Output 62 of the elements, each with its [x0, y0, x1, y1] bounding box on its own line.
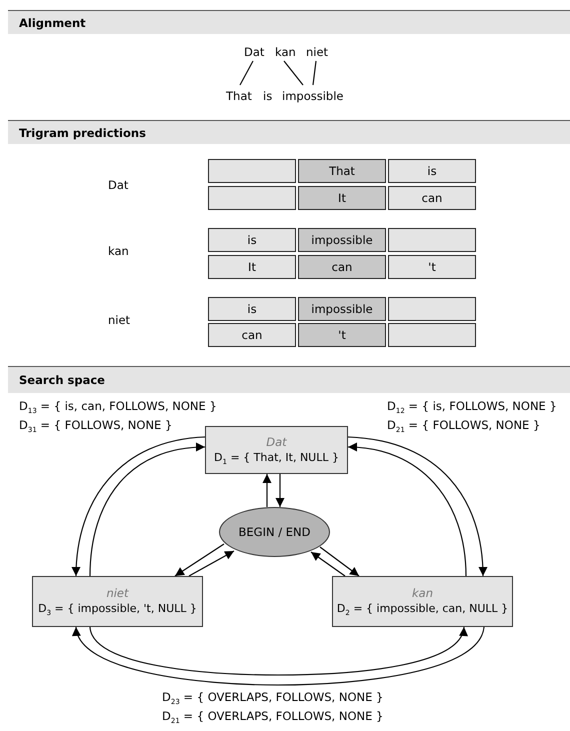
empty-cell: [208, 186, 296, 210]
prediction-cell: 't: [388, 255, 476, 279]
word: is: [263, 89, 272, 103]
state-box: [332, 576, 513, 627]
prediction-cell: impossible: [298, 228, 386, 252]
word: Dat: [244, 45, 264, 59]
prediction-cell: is: [388, 159, 476, 183]
arrow: [310, 552, 346, 576]
section-title: Alignment: [19, 16, 86, 30]
text-label: D$_{31}$ = { FOLLOWS, NONE }: [19, 418, 172, 434]
alignment-line: [284, 60, 304, 86]
section-title: Search space: [19, 373, 105, 387]
arrow: [320, 546, 360, 576]
word: impossible: [282, 89, 344, 103]
ellipse-label: BEGIN / END: [238, 525, 310, 539]
prediction-cell: 't: [298, 323, 386, 347]
section-title: Trigram predictions: [19, 126, 146, 140]
word: niet: [306, 45, 328, 59]
word: That: [226, 89, 252, 103]
empty-cell: [388, 228, 476, 252]
arrow: [348, 436, 488, 576]
arrow: [89, 443, 206, 576]
domain-formula: D$_{3}$ = { impossible, 't, NULL }: [38, 602, 197, 617]
arrow: [174, 544, 224, 576]
state-name: Dat: [266, 434, 287, 448]
text-label: D$_{21}$ = { FOLLOWS, NONE }: [387, 418, 540, 434]
text-label: niet: [108, 313, 130, 327]
arrow: [74, 626, 485, 686]
text-label: kan: [108, 244, 129, 258]
alignment-line: [240, 60, 254, 86]
text-label: D$_{12}$ = { is, FOLLOWS, NONE }: [387, 399, 557, 415]
state-name: kan: [412, 586, 433, 600]
prediction-cell: That: [298, 159, 386, 183]
text-label: Dat: [108, 178, 128, 192]
arrow: [348, 443, 467, 576]
prediction-cell: is: [208, 228, 296, 252]
prediction-cell: can: [388, 186, 476, 210]
prediction-cell: impossible: [298, 297, 386, 321]
domain-formula: D$_{2}$ = { impossible, can, NULL }: [336, 602, 508, 617]
prediction-cell: It: [298, 186, 386, 210]
state-name: niet: [106, 586, 129, 600]
state-box: [32, 576, 203, 627]
text-label: D$_{21}$ = { OVERLAPS, FOLLOWS, NONE }: [162, 709, 384, 725]
domain-formula: D$_{1}$ = { That, It, NULL }: [214, 450, 339, 466]
prediction-cell: can: [208, 323, 296, 347]
arrow: [276, 474, 284, 507]
alignment-line: [312, 60, 317, 86]
text-label: D$_{23}$ = { OVERLAPS, FOLLOWS, NONE }: [162, 690, 384, 706]
arrow: [89, 626, 466, 676]
state-box: [205, 426, 348, 474]
begin-end-ellipse: [219, 507, 330, 557]
text-label: D$_{13}$ = { is, can, FOLLOWS, NONE }: [19, 399, 217, 415]
empty-cell: [388, 297, 476, 321]
empty-cell: [208, 159, 296, 183]
empty-cell: [388, 323, 476, 347]
arrow: [72, 436, 206, 576]
arrow: [262, 474, 272, 507]
word: kan: [275, 45, 296, 59]
prediction-cell: It: [208, 255, 296, 279]
prediction-cell: can: [298, 255, 386, 279]
arrow: [188, 550, 234, 576]
prediction-cell: is: [208, 297, 296, 321]
